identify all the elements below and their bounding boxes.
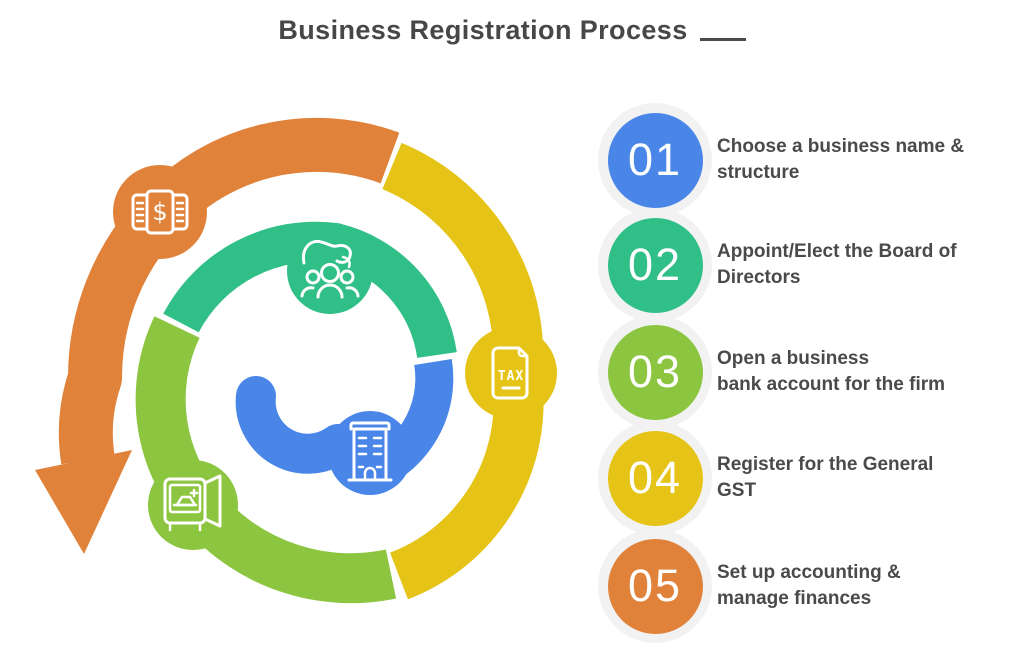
step-2-number-badge: 02 bbox=[607, 217, 703, 313]
money-icon: $ bbox=[131, 189, 189, 235]
step-1-halo: 01 bbox=[598, 103, 712, 217]
title-underline-decoration bbox=[699, 37, 746, 41]
step-2-halo: 02 bbox=[598, 208, 712, 322]
step-4-label: Register for the General GST bbox=[717, 454, 934, 501]
tax-document-icon: TAX bbox=[491, 346, 529, 400]
building-icon bbox=[347, 421, 393, 482]
tax-label: TAX bbox=[498, 369, 524, 384]
step-1-number-badge: 01 bbox=[607, 112, 703, 208]
step-3-halo: 03 bbox=[598, 315, 712, 429]
step-1-label: Choose a business name & structure bbox=[717, 136, 965, 183]
step-2-number: 02 bbox=[627, 239, 683, 290]
safe-icon bbox=[163, 474, 222, 532]
tax-blob bbox=[465, 327, 557, 419]
step-3-number: 03 bbox=[627, 346, 683, 397]
step-4-number-badge: 04 bbox=[607, 430, 703, 526]
team-hand-icon bbox=[300, 239, 360, 299]
header: Business Registration Process bbox=[0, 15, 1024, 46]
step-5-number: 05 bbox=[627, 560, 683, 611]
step-3-number-badge: 03 bbox=[607, 324, 703, 420]
step-5-label: Set up accounting & manage finances bbox=[717, 562, 901, 609]
arrow-head-icon bbox=[35, 450, 132, 554]
step-5-number-badge: 05 bbox=[607, 538, 703, 634]
step-4-halo: 04 bbox=[598, 421, 712, 535]
step-4-number: 04 bbox=[627, 452, 683, 503]
spiral-segment-1-hook bbox=[235, 376, 358, 474]
team-blob bbox=[287, 228, 373, 314]
step-2-label: Appoint/Elect the Board of Directors bbox=[717, 241, 957, 288]
dollar-sign: $ bbox=[152, 198, 167, 226]
step-5-halo: 05 bbox=[598, 529, 712, 643]
step-1-number: 01 bbox=[627, 134, 683, 185]
step-3-label: Open a business bank account for the fir… bbox=[717, 348, 946, 395]
building-blob bbox=[328, 411, 412, 495]
page-title: Business Registration Process bbox=[278, 15, 688, 45]
